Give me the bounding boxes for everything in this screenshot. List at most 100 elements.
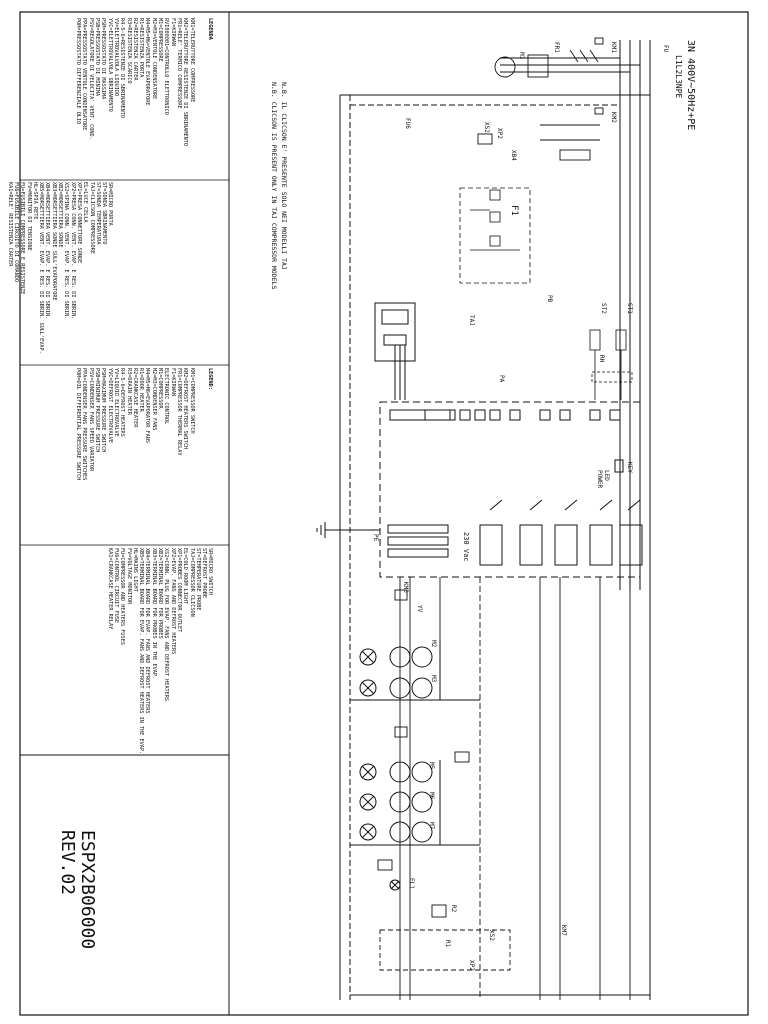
legend-line: R2=CRANKCASE HEATER	[131, 368, 138, 428]
r1-label: R1	[444, 940, 451, 948]
legend-line: FU6=CONTROL CIRCUIT FUSE	[112, 548, 119, 623]
legend-line: XS2=CONN. PLUG FOR EVAP. FANS AND DEFROS…	[163, 548, 170, 702]
legend-line: FR1=RELE' TERMICO COMPRESSORE	[175, 18, 182, 109]
legend-line: XS2=SPINA CONN. VENT. EVAP. E RES. DI SB…	[63, 182, 70, 320]
m5-label: M5	[428, 762, 435, 770]
legend-line: XB5=TERMINAL BOARD FOR EVAP. FANS AND DE…	[138, 548, 145, 755]
legend-line: PSB=PRESSOSTATO DI MINIMA	[94, 18, 101, 97]
fu-label: FU	[662, 45, 669, 53]
st2-label: ST2	[600, 303, 607, 314]
legend-line: PSV=CONDENSER FANS SPEED VARIATOR	[87, 368, 94, 472]
legend-line: XB3=MORSETTIERA SONDE SULL'EVAPORATORE	[50, 182, 57, 301]
legend-line: R4-5-6=RESISTENZE DI SBRINAMENTO	[119, 18, 126, 118]
m6-label: M6	[428, 792, 435, 800]
legend-line: R3=RESISTENZA SCARICO	[125, 18, 132, 84]
legend-line: XP2=EVAP. FANS AND DEFROST HEATERS	[169, 548, 176, 655]
load-branches	[350, 577, 650, 1000]
legend-line: XP1=PRESA CONNETTORE SONDE	[75, 182, 82, 264]
f1-kirwan-block	[459, 187, 531, 284]
legend-line: XP2=PRESA CONN. VENT. EVAP. E RES. DI SB…	[69, 182, 76, 320]
sheet-border	[19, 11, 749, 1016]
xs2-label: XS2	[483, 122, 490, 133]
legend-line: SR=MICRO PORTA	[107, 182, 114, 226]
legend-line: ST=SONDA SBRINAMENTO	[101, 182, 108, 245]
pe-ground	[316, 522, 380, 538]
legend-line: KM1=COMPRESSOR SWITCH	[188, 368, 195, 434]
legend-line: XB4=TERMINAL BOARD FOR EVAP. FANS AND DE…	[144, 548, 151, 714]
km1-label: KM1	[610, 42, 617, 53]
legend-line: YVC=DEFROST ELECTROVALVE	[106, 368, 113, 443]
m3-label: M3	[430, 675, 437, 683]
legend-line: M2=M3=CONDENSER FANS	[150, 368, 157, 431]
power-label: POWER	[596, 470, 603, 488]
legend-line: PPA=PRESSOSTATO VENTOLE CONDENSATORE	[81, 18, 88, 131]
probes	[589, 329, 633, 400]
legend-line: M4=M5=M6=EVAPORATOR FANS	[144, 368, 151, 443]
legend-line: F1=KIRWAN	[169, 18, 176, 47]
legend-line: FU6=FUSIBILE CIRCUITO DI COMANDO	[12, 182, 19, 282]
legend-title: LEGENDA	[207, 18, 214, 40]
pe-label: PE	[372, 534, 379, 542]
legend-line: FV=MONITOR DI TENSIONE	[25, 182, 32, 251]
legend-line: YV=ELETTROVALVOLA LIQUIDO	[112, 18, 119, 97]
fu6-label: FU6	[404, 118, 411, 129]
legend-line: KM2=TELERUTTORE RESISTENZE DI SBRINAMENT…	[182, 18, 189, 147]
f1-label: F1	[509, 205, 519, 216]
legend-line: ELECTRONIC CONTROL	[163, 368, 170, 425]
legend-title: LEGEND:	[207, 368, 214, 390]
m2-label: M2	[430, 640, 437, 648]
km2-label: KM2	[610, 112, 617, 123]
note-en: N.B. CLICSON IS PRESENT ONLY IN TAJ COMP…	[270, 82, 278, 289]
xp2-lower-label: XP2	[468, 960, 475, 971]
legend-line: PSV=REGOLATORE DI VELOCITA' VENT. COND.	[87, 18, 94, 140]
legend-line: M4=M5=M6=VENTOLE EVAPORATORE	[144, 18, 151, 106]
legend-line: ST=TEMPERATURE PROBE	[194, 548, 201, 611]
el1-label: EL1	[408, 878, 415, 889]
legend-line: KA1=RELE' RESISTENZA CARTER	[6, 182, 13, 267]
legend-line: KM2=DEFROST HEATERS SWITCH	[182, 368, 189, 450]
legend-line: EL=COLD ROOM LIGHT	[182, 548, 189, 605]
legend-line: R3=DRAIN HEATER	[125, 368, 132, 415]
legend-line: HL=SPIA RETE	[31, 182, 38, 220]
legend-line: KA1=CRANKCASE HEATER RELAY	[106, 548, 113, 630]
legend-line: XB5=MORSETTIERA VENT. EVAP. E RES. DI SB…	[38, 182, 45, 354]
xs2-lower-label: XS2	[488, 930, 495, 941]
legend-line: POM=OIL DIFFERENTIAL PRESSURE SWITCH	[75, 368, 82, 481]
legend-line: SR=MICRO SWITCH	[207, 548, 214, 595]
legend-line: M1=COMPRESSOR	[157, 368, 164, 409]
electronic-controller	[374, 302, 643, 578]
legend-line: EL=LUCE CELLA	[82, 182, 89, 223]
controller-voltage: 230 Vac	[462, 532, 470, 562]
m1-label: M1	[518, 52, 525, 60]
pb-label: PB	[546, 295, 553, 303]
note-it: N.B. IL CLICSON E' PRESENTE SOLO NEI MOD…	[280, 82, 288, 270]
legend-line: R2=RESISTENZA CARTER	[131, 18, 138, 81]
legend-line: FV=VOLTAGE MONITOR	[125, 548, 132, 605]
legend-line: KM1=TELERUTTORE COMPRESSORE	[188, 18, 195, 103]
km3-label: KM3	[402, 582, 409, 593]
st1-label: ST1	[626, 303, 633, 314]
legend-line: ST=SONDA TEMPERATURA	[94, 182, 101, 245]
km7-label: KM7	[560, 925, 567, 936]
legend-line: FR1=COMPRESSOR THERMAL RELAY	[175, 368, 182, 456]
legend-line: FU=FUSIBILI COMPRESSORE E RESISTENZE	[19, 182, 26, 295]
compressor-branch	[477, 37, 640, 161]
legend-line: XB4=MORSETTIERA VENT. EVAP. E RES. DI SB…	[44, 182, 51, 320]
legend-line: PSM=PRESSOSTATO DI MASSIMA	[100, 18, 107, 100]
legend-line: FU=COMPRESSOR AND HEATERS FUSES	[119, 548, 126, 645]
fr1-label: FR1	[553, 42, 560, 53]
legend-line: HL=MAINS LIGHT	[131, 548, 138, 592]
rh-label: RH	[598, 355, 605, 363]
xb4-label: XB4	[510, 150, 517, 161]
legend-line: PSM=MAXIMUM PRESSURE SWITCH	[100, 368, 107, 453]
supply-label: 3N 400V~50Hz+PE	[685, 40, 696, 130]
xp2-label: XP2	[496, 128, 503, 139]
led-label: LED	[603, 470, 610, 481]
